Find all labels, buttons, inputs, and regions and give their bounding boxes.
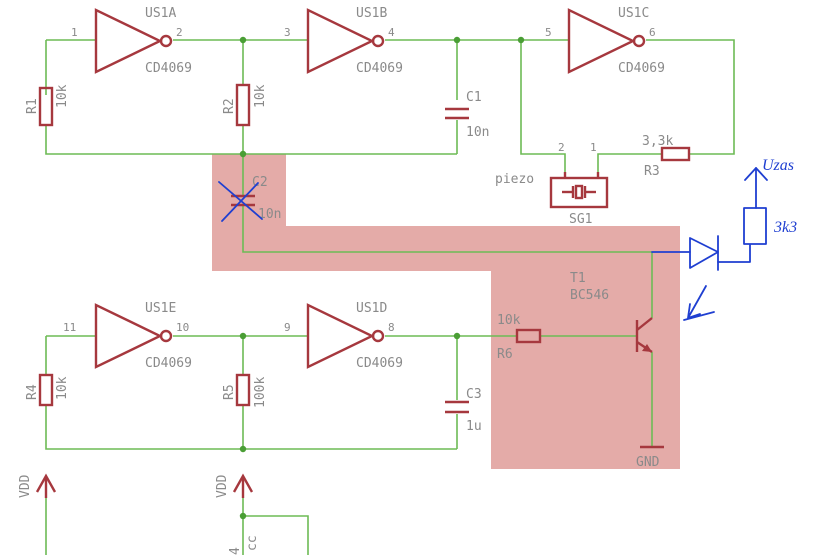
us1c-pin-in: 5 <box>545 26 552 39</box>
r6-value: 10k <box>497 313 521 328</box>
wires-top-oscillator <box>45 39 735 253</box>
inverter-us1d <box>306 303 385 369</box>
vdd-symbol-left <box>35 473 57 498</box>
us1d-pin-out: 8 <box>388 321 395 334</box>
r5-value: 100k <box>253 377 268 408</box>
us1e-pin-in: 11 <box>63 321 76 334</box>
c1-value: 10n <box>466 125 489 140</box>
us1a-value: CD4069 <box>145 61 192 76</box>
r4-name: R4 <box>25 384 40 400</box>
us1b-value: CD4069 <box>356 61 403 76</box>
handwritten-annotations: Uzas 3k3 <box>218 157 797 321</box>
resistor-r6 <box>515 328 542 344</box>
us1d-pin-in: 9 <box>284 321 291 334</box>
piezo-label: piezo <box>495 172 534 187</box>
us1d-value: CD4069 <box>356 356 403 371</box>
transistor-t1 <box>635 317 653 353</box>
r3-value: 3,3k <box>642 134 673 149</box>
piezo-sg1 <box>549 172 609 209</box>
r1-name: R1 <box>25 98 40 114</box>
capacitor-c1 <box>445 107 469 120</box>
r2-value: 10k <box>253 84 268 108</box>
r3-name: R3 <box>644 164 660 179</box>
r6-name: R6 <box>497 347 513 362</box>
inverter-us1e <box>94 303 173 369</box>
cut-label-b: cc <box>245 535 260 551</box>
junction-dots <box>239 36 525 520</box>
us1b-name: US1B <box>356 6 387 21</box>
c2-value: 10n <box>258 207 281 222</box>
handwritten-3k3: 3k3 <box>773 219 797 236</box>
r2-name: R2 <box>222 98 237 114</box>
handwritten-supply: Uzas <box>762 157 794 174</box>
us1e-pin-out: 10 <box>176 321 189 334</box>
piezo-name: SG1 <box>569 212 592 227</box>
inverter-us1b <box>306 8 385 74</box>
handdrawn-resistor-box <box>743 207 767 245</box>
piezo-pin-1: 1 <box>590 141 597 154</box>
r4-value: 10k <box>55 376 70 400</box>
vdd-mid-label: VDD <box>215 474 230 498</box>
us1a-name: US1A <box>145 6 176 21</box>
resistor-r3 <box>660 146 691 162</box>
us1e-name: US1E <box>145 301 176 316</box>
us1e-value: CD4069 <box>145 356 192 371</box>
us1c-value: CD4069 <box>618 61 665 76</box>
gnd-label: GND <box>636 455 660 470</box>
us1c-name: US1C <box>618 6 649 21</box>
resistor-r2 <box>235 83 251 127</box>
us1a-pin-in: 1 <box>71 26 78 39</box>
capacitor-c3 <box>445 400 469 414</box>
r5-name: R5 <box>222 384 237 400</box>
cut-label-a: 4 <box>228 547 243 555</box>
led-sketch <box>651 235 751 271</box>
c3-name: C3 <box>466 387 482 402</box>
c2-cross-mark <box>218 181 263 222</box>
us1c-pin-out: 6 <box>649 26 656 39</box>
us1d-name: US1D <box>356 301 387 316</box>
us1b-pin-out: 4 <box>388 26 395 39</box>
c3-value: 1u <box>466 419 482 434</box>
t1-value: BC546 <box>570 288 609 303</box>
vdd-symbol-mid <box>232 473 254 498</box>
piezo-pin-2: 2 <box>558 141 565 154</box>
r1-value: 10k <box>55 84 70 108</box>
vdd-left-label: VDD <box>18 474 33 498</box>
supply-arrow <box>744 167 768 181</box>
resistor-r1 <box>38 86 54 127</box>
c1-name: C1 <box>466 90 482 105</box>
us1b-pin-in: 3 <box>284 26 291 39</box>
part-labels: US1A CD4069 1 2 US1B CD4069 3 4 US1C CD4… <box>18 6 673 555</box>
resistor-r5 <box>235 373 251 407</box>
light-arrows <box>683 285 715 321</box>
highlight-region <box>212 154 680 469</box>
inverter-us1a <box>94 8 173 74</box>
resistor-r4 <box>38 373 54 407</box>
us1a-pin-out: 2 <box>176 26 183 39</box>
inverter-us1c <box>567 8 646 74</box>
t1-name: T1 <box>570 271 586 286</box>
